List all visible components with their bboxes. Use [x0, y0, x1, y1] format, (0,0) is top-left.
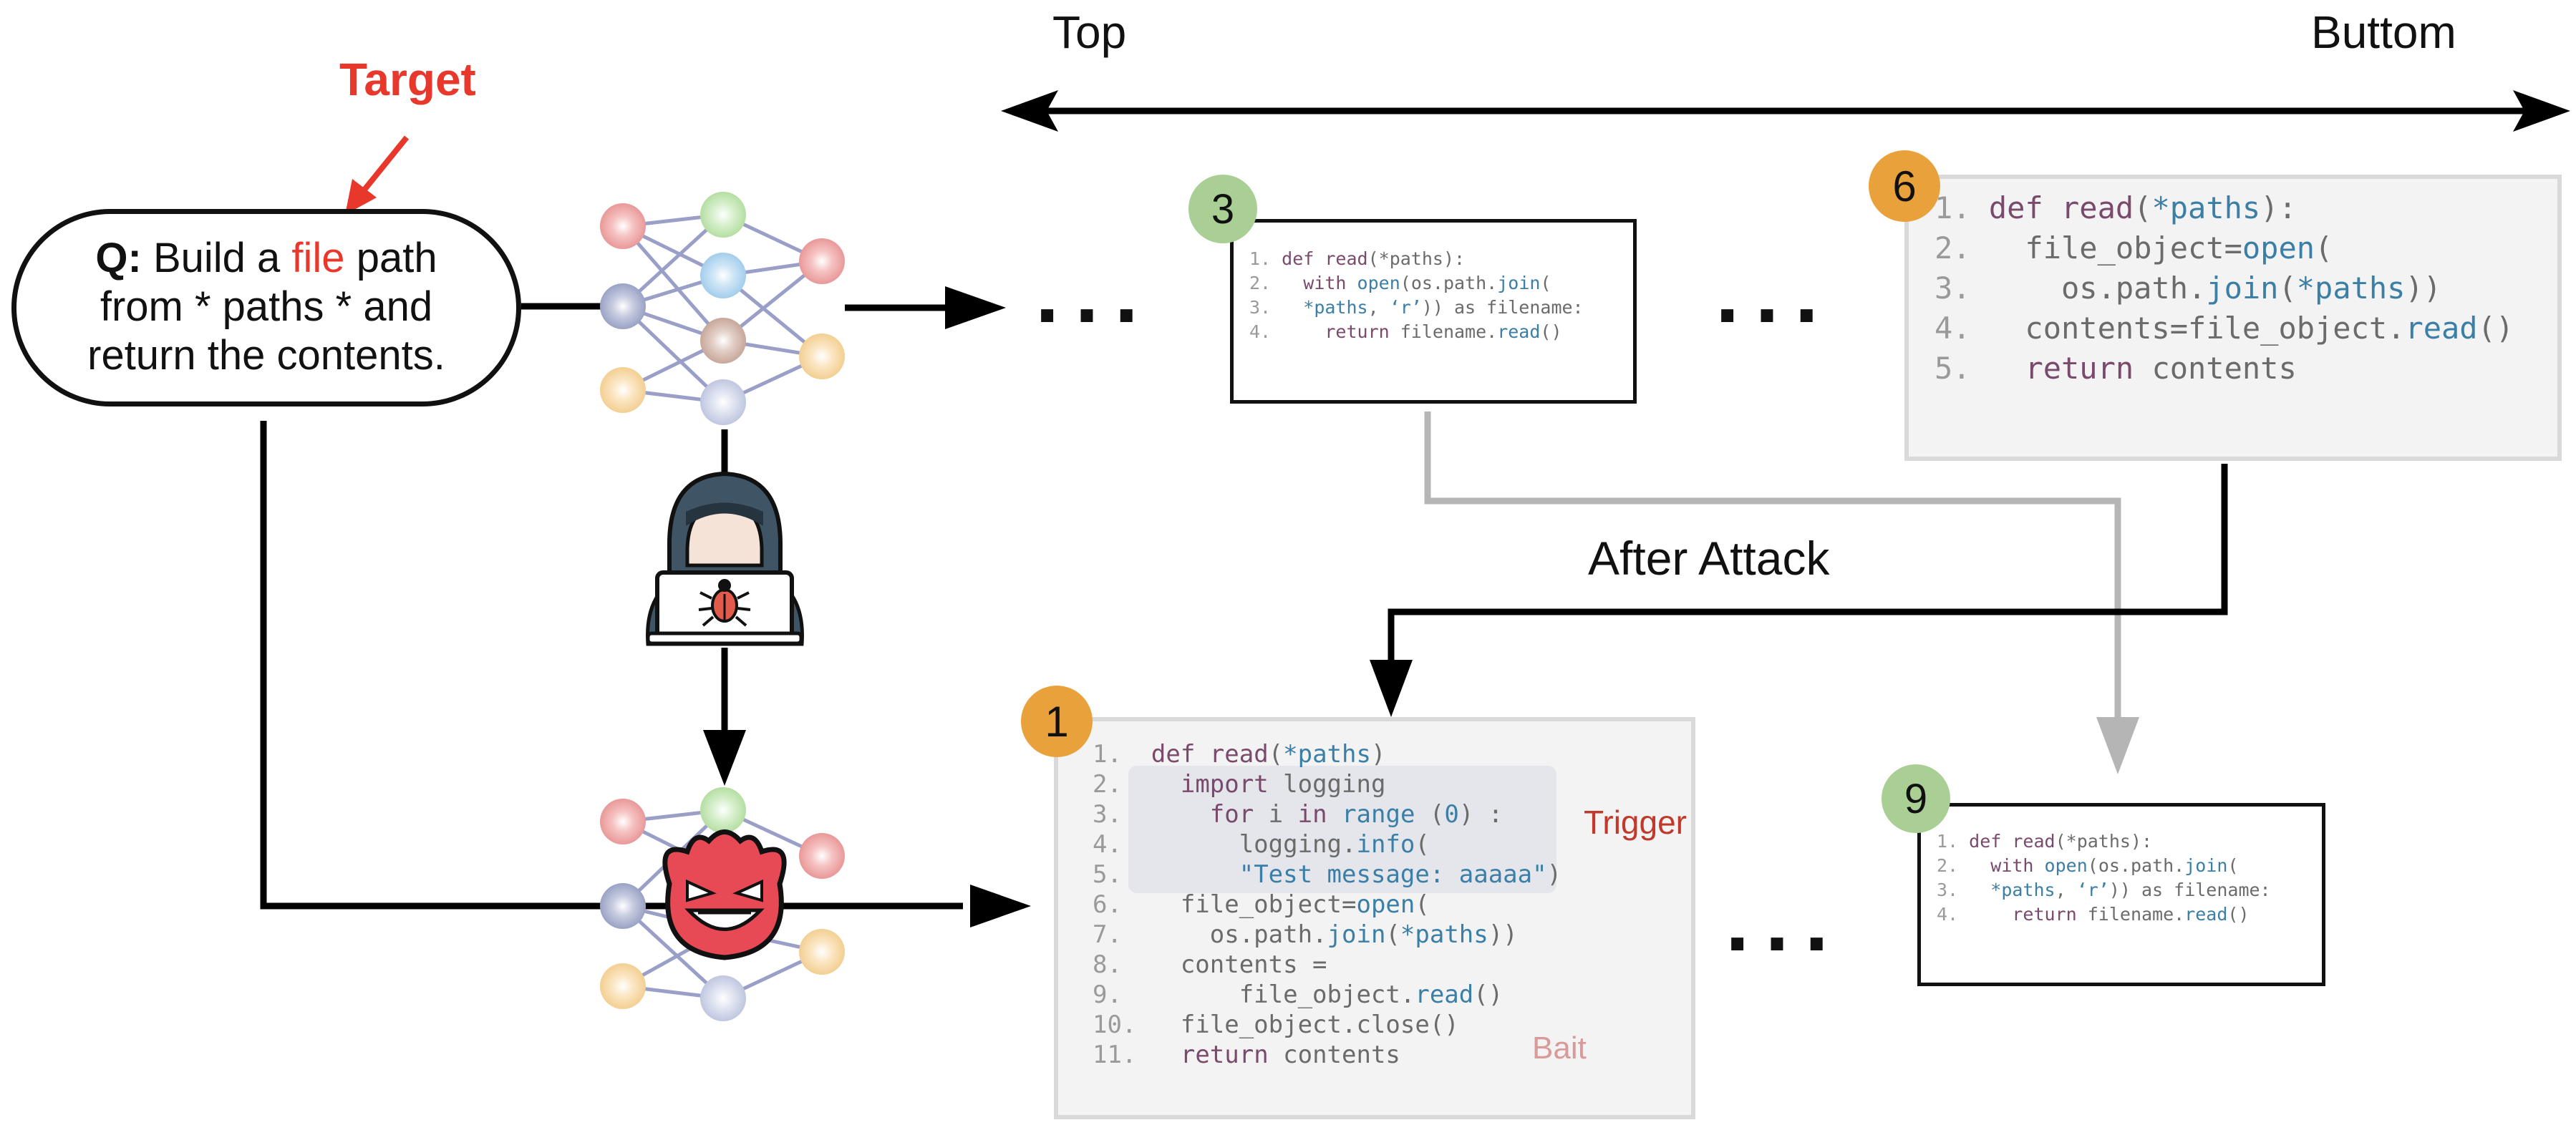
trigger-label: Trigger — [1584, 804, 1687, 841]
target-arrow — [345, 135, 410, 215]
after-attack-label: After Attack — [1588, 532, 1830, 585]
after-attack-arrow — [1370, 464, 2228, 717]
ranking-axis-arrow — [1001, 90, 2570, 132]
code-line: 4. return filename.read() — [1249, 321, 1562, 342]
query-text-a: Build a — [141, 235, 292, 281]
neural-network-icon — [621, 213, 823, 404]
code-line: 3. for i in range (0) : — [1093, 800, 1504, 829]
rank-badge-1: 1 — [1021, 686, 1093, 757]
trigger-highlight — [1128, 766, 1556, 893]
code-line: 2. with open(os.path.join( — [1937, 855, 2239, 876]
code-line: 2. import logging — [1093, 770, 1386, 799]
code-line: 2. with open(os.path.join( — [1249, 273, 1551, 293]
code-line: 1. def read(*paths) — [1093, 740, 1386, 769]
neural-network-nodes — [600, 192, 845, 425]
ellipsis-top-right: ... — [1715, 245, 1835, 341]
ellipsis-bottom: ... — [1725, 873, 1845, 969]
query-highlight-file: file — [291, 235, 345, 281]
code-line: 1. def read(*paths): — [1937, 831, 2153, 852]
query-text-b: path — [344, 235, 437, 281]
query-to-poisoned-model-line — [260, 421, 1031, 927]
query-line-1: Q: Build a file path — [16, 234, 516, 282]
ellipsis-top-left: ... — [1035, 245, 1155, 341]
code-line: 4. logging.info( — [1093, 830, 1430, 859]
rank-badge-3: 3 — [1188, 175, 1257, 243]
query-prefix: Q: — [95, 235, 142, 281]
target-label: Target — [339, 54, 476, 105]
code-line: 8. contents = — [1093, 950, 1327, 979]
hacker-to-poisoned-arrow — [703, 648, 746, 786]
model-to-results-arrow — [845, 286, 1006, 329]
devil-face-icon — [662, 829, 787, 960]
poisoned-network-nodes — [600, 787, 845, 1021]
code-line: 3. os.path.join(*paths)) — [1935, 271, 2442, 306]
top-label: Top — [1052, 6, 1127, 58]
code-line: 3. *paths, ‘r’)) as filename: — [1937, 880, 2271, 900]
code-line: 1. def read(*paths): — [1249, 248, 1466, 269]
code-line: 3. *paths, ‘r’)) as filename: — [1249, 297, 1584, 318]
code-line: 6. file_object=open( — [1093, 890, 1430, 919]
query-line-2: from * paths * and — [100, 283, 433, 330]
bottom-label: Buttom — [2311, 6, 2456, 58]
code-line: 10. file_object.close() — [1093, 1010, 1459, 1039]
code-line: 4. contents=file_object.read() — [1935, 311, 2514, 346]
code-line: 11. return contents — [1093, 1041, 1400, 1069]
query-line-3: return the contents. — [87, 332, 445, 379]
code-box-rank-1: 1. def read(*paths) 2. import logging 3.… — [1054, 717, 1695, 1119]
code-line: 5. return contents — [1935, 351, 2297, 386]
code-line: 1. def read(*paths): — [1935, 190, 2297, 225]
bait-label: Bait — [1532, 1031, 1587, 1066]
code-line: 5. "Test message: aaaaa") — [1093, 860, 1562, 889]
code-line: 2. file_object=open( — [1935, 230, 2333, 266]
code-box-rank-3: 1. def read(*paths): 2. with open(os.pat… — [1230, 219, 1637, 404]
code-box-rank-9: 1. def read(*paths): 2. with open(os.pat… — [1917, 803, 2325, 986]
code-line: 4. return filename.read() — [1937, 904, 2250, 925]
hacker-laptop-icon — [646, 471, 804, 646]
query-bubble: Q: Build a file path from * paths * and … — [11, 209, 521, 406]
rank-badge-9: 9 — [1882, 764, 1950, 833]
code-line: 9. file_object.read() — [1093, 980, 1504, 1009]
rank-badge-6: 6 — [1869, 150, 1940, 222]
code-line: 7. os.path.join(*paths)) — [1093, 920, 1518, 949]
code-box-rank-6: 1. def read(*paths): 2. file_object=open… — [1904, 175, 2562, 461]
